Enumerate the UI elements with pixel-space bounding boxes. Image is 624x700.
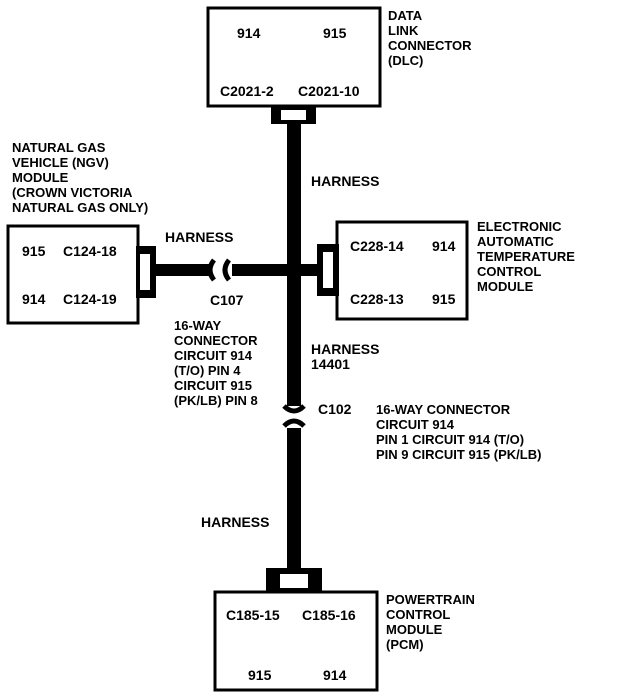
ngv-box: [6, 224, 140, 325]
pcm-pin-right: 914: [323, 667, 347, 683]
harness-branch-ngv-far: [155, 264, 211, 276]
c102-id: C102: [318, 401, 352, 417]
eatc-row2-pin: 915: [432, 291, 456, 307]
c107-id: C107: [210, 292, 244, 308]
harness-label-top: HARNESS: [311, 173, 379, 189]
harness-label-left: HARNESS: [165, 229, 233, 245]
ngv-row2-pin: 914: [22, 291, 46, 307]
ngv-module: 915 C124-18 914 C124-19: [6, 224, 156, 325]
harness-label-bottom: HARNESS: [201, 514, 269, 530]
dlc-conn-left: C2021-2: [220, 83, 274, 99]
dlc-pin-right: 915: [323, 25, 347, 41]
eatc-row1-pin: 914: [432, 238, 456, 254]
harness-branch-ngv-near: [232, 264, 287, 276]
eatc-label: ELECTRONIC AUTOMATIC TEMPERATURE CONTROL…: [477, 219, 579, 294]
ngv-row2-conn: C124-19: [63, 291, 117, 307]
harness-trunk-lower: [287, 428, 301, 580]
c102-connector-icon: [282, 404, 306, 428]
dlc-label: DATA LINK CONNECTOR (DLC): [388, 8, 475, 68]
harness-trunk-upper: [287, 118, 301, 406]
c107-connector-icon: [207, 258, 232, 282]
pcm-conn-left: C185-15: [226, 607, 280, 623]
dlc-pin-left: 914: [237, 25, 261, 41]
dlc-box: [206, 6, 382, 108]
pcm-box: [213, 590, 379, 692]
ngv-row1-conn: C124-18: [63, 243, 117, 259]
eatc-row1-conn: C228-14: [350, 238, 404, 254]
pcm-conn-right: C185-16: [302, 607, 356, 623]
dlc-conn-right: C2021-10: [298, 83, 360, 99]
harness-label-mid: HARNESS 14401: [311, 341, 383, 372]
ngv-label: NATURAL GAS VEHICLE (NGV) MODULE (CROWN …: [12, 140, 148, 215]
c102-desc: 16-WAY CONNECTOR CIRCUIT 914 PIN 1 CIRCU…: [376, 402, 541, 462]
c107-desc: 16-WAY CONNECTOR CIRCUIT 914 (T/O) PIN 4…: [174, 318, 261, 408]
ngv-row1-pin: 915: [22, 243, 46, 259]
dlc-module: 914 915 C2021-2 C2021-10: [206, 6, 382, 124]
pcm-module: C185-15 C185-16 915 914: [213, 568, 379, 692]
eatc-row2-conn: C228-13: [350, 291, 404, 307]
eatc-module: C228-14 914 C228-13 915: [317, 220, 469, 321]
pcm-pin-left: 915: [248, 667, 272, 683]
pcm-label: POWERTRAIN CONTROL MODULE (PCM): [386, 592, 478, 652]
